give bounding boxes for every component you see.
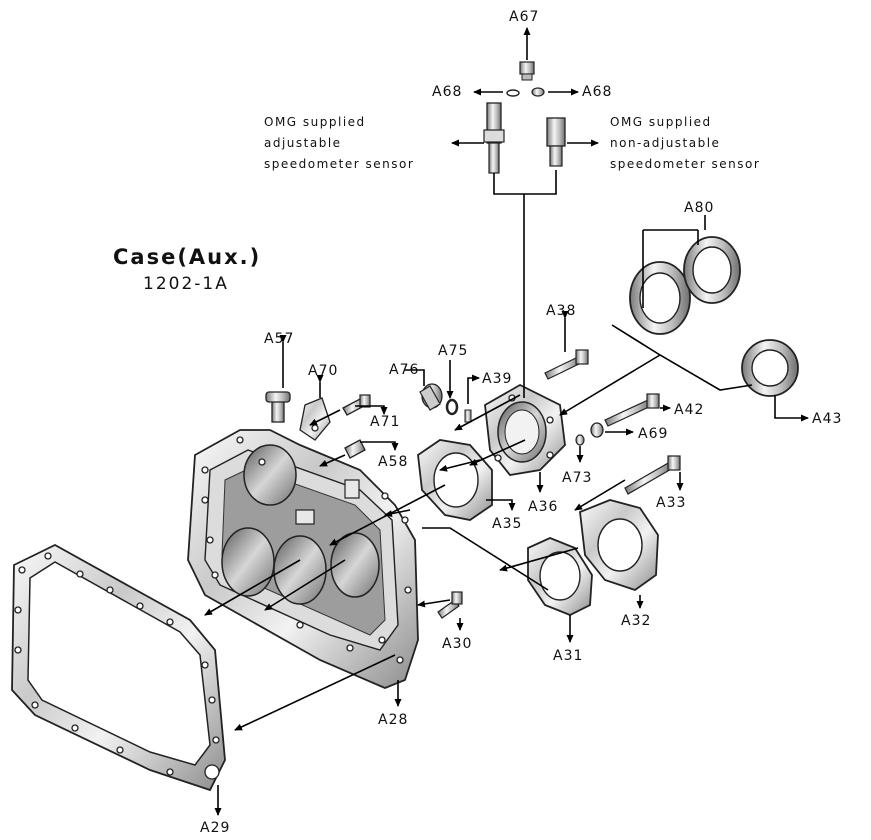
label-a57: A57 <box>264 331 294 347</box>
label-a39: A39 <box>482 371 512 387</box>
label-a29: A29 <box>200 820 230 836</box>
seal-a43 <box>741 339 799 397</box>
label-a35: A35 <box>492 516 522 532</box>
right-sensor-note-line-1: OMG supplied <box>610 115 712 129</box>
gasket-a35 <box>417 439 493 521</box>
washer-a69 <box>590 422 604 438</box>
plug-a58 <box>344 439 366 459</box>
o-ring-a75 <box>445 398 459 416</box>
adjustable-speedometer-sensor <box>483 102 505 174</box>
washer-a68-left <box>506 89 520 97</box>
bolt-a42 <box>604 393 660 427</box>
label-a76: A76 <box>389 362 419 378</box>
label-a36: A36 <box>528 499 558 515</box>
bolt-a38 <box>544 349 589 380</box>
cover-a32 <box>579 499 659 591</box>
gasket-a31 <box>527 537 593 616</box>
label-a75: A75 <box>438 343 468 359</box>
bolt-a33 <box>624 455 681 495</box>
right-sensor-note-line-2: non-adjustable <box>610 136 720 150</box>
plug-a67 <box>519 61 535 81</box>
bolt-a30 <box>437 591 463 619</box>
label-a80: A80 <box>684 200 714 216</box>
leader-lines <box>204 27 809 816</box>
part-number: 1202-1A <box>143 274 229 294</box>
bracket-a70 <box>299 397 331 441</box>
label-a69: A69 <box>638 426 668 442</box>
label-a42: A42 <box>674 402 704 418</box>
label-a38: A38 <box>546 303 576 319</box>
aux-case-housing <box>187 429 419 689</box>
fitting-a76 <box>419 383 443 411</box>
label-a28: A28 <box>378 712 408 728</box>
label-a67: A67 <box>509 9 539 25</box>
label-a32: A32 <box>621 613 651 629</box>
label-a70: A70 <box>308 363 338 379</box>
label-a31: A31 <box>553 648 583 664</box>
label-a73: A73 <box>562 470 592 486</box>
pin-a39 <box>464 409 472 423</box>
bearing-a80-rear <box>683 236 741 304</box>
label-a30: A30 <box>442 636 472 652</box>
right-sensor-note-line-3: speedometer sensor <box>610 157 760 171</box>
left-sensor-note-line-1: OMG supplied <box>264 115 366 129</box>
gasket-a29 <box>11 543 226 792</box>
diagram-title: Case(Aux.) <box>113 245 261 269</box>
fitting-a57 <box>265 391 291 423</box>
label-a43: A43 <box>812 411 842 427</box>
bearing-a80-front <box>629 261 691 335</box>
washer-a73 <box>575 434 585 446</box>
label-a68-right: A68 <box>582 84 612 100</box>
nut-a68-right <box>531 87 545 97</box>
label-a68-left: A68 <box>432 84 462 100</box>
label-a58: A58 <box>378 454 408 470</box>
bolt-a71 <box>342 394 371 416</box>
left-sensor-note-line-3: speedometer sensor <box>264 157 414 171</box>
label-a71: A71 <box>370 414 400 430</box>
non-adjustable-speedometer-sensor <box>546 117 566 167</box>
retainer-a36 <box>484 383 566 476</box>
label-a33: A33 <box>656 495 686 511</box>
left-sensor-note-line-2: adjustable <box>264 136 342 150</box>
